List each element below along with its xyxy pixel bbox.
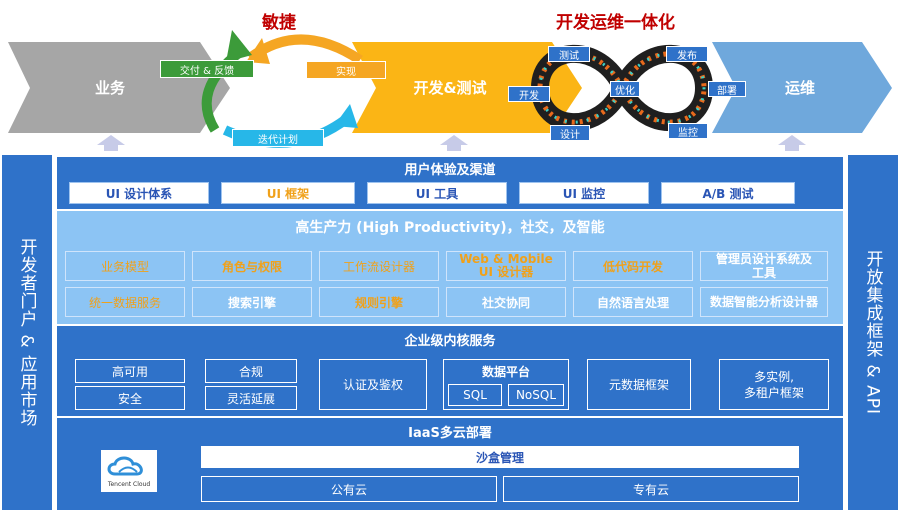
loop-design-tag: 设计 (550, 125, 590, 141)
tencent-cloud-logo: Tencent Cloud (101, 450, 157, 492)
hp-band: 高生产力 (High Productivity)，社交，及智能 业务模型 角色与… (57, 211, 843, 324)
devtest-label: 开发&测试 (413, 78, 487, 97)
private-cloud: 专有云 (503, 476, 799, 502)
hp-unified-data-service: 统一数据服务 (65, 287, 185, 317)
iaas-title: IaaS多云部署 (408, 425, 492, 441)
hp-nlp: 自然语言处理 (573, 287, 693, 317)
hp-web-mobile-ui-designer: Web & Mobile UI 设计器 (446, 251, 566, 281)
core-multitenant: 多实例, 多租户框架 (719, 359, 829, 410)
ux-item-ui-monitoring: UI 监控 (519, 182, 649, 204)
core-metadata: 元数据框架 (587, 359, 691, 410)
core-security: 安全 (75, 386, 185, 410)
core-nosql: NoSQL (508, 384, 564, 406)
open-integration-bar: 开放集成框架 & API (848, 155, 898, 510)
tencent-cloud-logo-text: Tencent Cloud (107, 481, 151, 488)
loop-test-tag: 测试 (548, 46, 590, 62)
ops-chevron (712, 42, 892, 133)
core-high-availability: 高可用 (75, 359, 185, 383)
public-cloud: 公有云 (201, 476, 497, 502)
developer-portal-label: 开发者门户 & 应用市场 (16, 237, 37, 428)
hp-search-engine: 搜索引擎 (192, 287, 312, 317)
hp-data-intelligence: 数据智能分析设计器 (700, 287, 828, 317)
iterate-plan-tag: 迭代计划 (232, 129, 324, 147)
devtest-chevron (352, 42, 582, 133)
core-title: 企业级内核服务 (404, 333, 496, 349)
hp-rule-engine: 规则引擎 (319, 287, 439, 317)
devops-title: 开发运维一体化 (556, 13, 675, 33)
hp-business-model: 业务模型 (65, 251, 185, 281)
core-data-platform-label: 数据平台 (481, 364, 530, 379)
developer-portal-bar: 开发者门户 & 应用市场 (2, 155, 52, 510)
hp-admin-designer: 管理员设计系统及工具 (700, 251, 828, 281)
ux-band: 用户体验及渠道 UI 设计体系 UI 框架 UI 工具 UI 监控 A/B 测试 (57, 157, 843, 209)
core-data-platform: 数据平台 SQL NoSQL (443, 359, 569, 410)
core-compliance: 合规 (205, 359, 297, 383)
hp-social-collab: 社交协同 (446, 287, 566, 317)
loop-dev-tag: 开发 (508, 86, 550, 102)
hp-roles-permissions: 角色与权限 (192, 251, 312, 281)
ux-title: 用户体验及渠道 (404, 162, 496, 178)
loop-optimize-tag: 优化 (610, 81, 640, 97)
loop-monitor-tag: 监控 (668, 123, 708, 139)
sandbox-management: 沙盒管理 (201, 446, 799, 468)
agile-title: 敏捷 (262, 13, 296, 33)
process-strip: 敏捷 开发运维一体化 业务 开发&测试 运维 交付 & 反馈 实现 迭代计划 测… (0, 0, 900, 155)
loop-deploy-tag: 部署 (708, 81, 746, 97)
core-auth: 认证及鉴权 (319, 359, 427, 410)
business-label: 业务 (94, 78, 125, 97)
core-band: 企业级内核服务 高可用 安全 合规 灵活延展 认证及鉴权 数据平台 SQL No… (57, 326, 843, 416)
iaas-band: IaaS多云部署 Tencent Cloud 沙盒管理 公有云 专有云 (57, 418, 843, 510)
loop-release-tag: 发布 (666, 46, 708, 62)
deliver-feedback-tag: 交付 & 反馈 (160, 60, 254, 78)
hp-low-code: 低代码开发 (573, 251, 693, 281)
ux-item-ui-design-system: UI 设计体系 (69, 182, 209, 204)
ux-item-ui-framework: UI 框架 (221, 182, 355, 204)
core-elastic: 灵活延展 (205, 386, 297, 410)
ux-item-ui-tools: UI 工具 (367, 182, 507, 204)
core-sql: SQL (448, 384, 502, 406)
open-integration-label: 开放集成框架 & API (862, 250, 883, 415)
implement-tag: 实现 (306, 61, 386, 79)
hp-title: 高生产力 (High Productivity)，社交，及智能 (295, 220, 605, 236)
ops-label: 运维 (784, 78, 815, 97)
hp-workflow-designer: 工作流设计器 (319, 251, 439, 281)
ux-item-ab-test: A/B 测试 (661, 182, 795, 204)
